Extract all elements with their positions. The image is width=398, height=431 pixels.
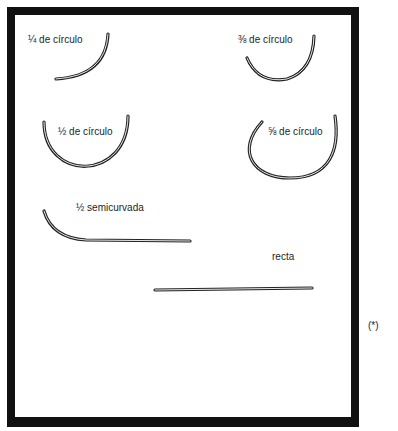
needle-label: recta (272, 251, 294, 263)
frame-bottom (7, 417, 359, 427)
five-eighths-needle-shine (249, 116, 336, 178)
needle-label: ¼ de círculo (28, 34, 82, 46)
semicurved-needle-shine (44, 211, 190, 241)
half-needle-shine (44, 116, 128, 166)
needles (44, 34, 336, 290)
needle-label: ½ de círculo (58, 126, 112, 138)
straight-needle-shine (155, 288, 312, 290)
frame (11, 11, 355, 423)
five-eighths-needle (249, 116, 336, 178)
needle-label: ½ semicurvada (76, 202, 144, 214)
footnote-mark: (*) (368, 320, 379, 332)
straight-needle (155, 288, 312, 290)
half-needle (44, 116, 128, 166)
semicurved-needle (44, 211, 190, 241)
needle-label: ⅝ de círculo (268, 126, 322, 138)
needle-label: ⅜ de círculo (238, 34, 292, 46)
